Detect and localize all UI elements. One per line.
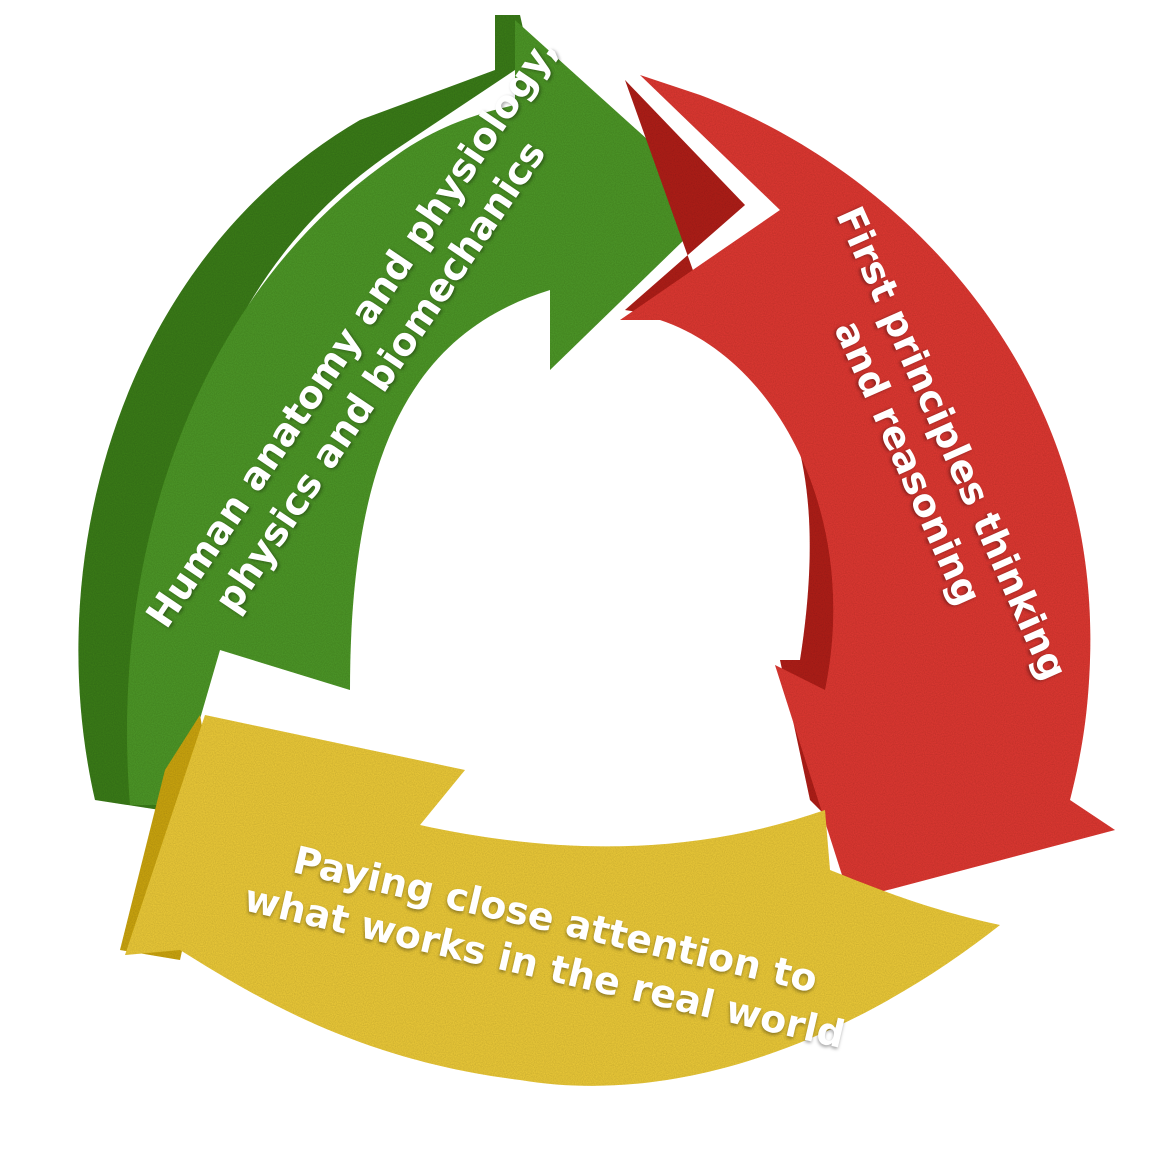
red-arrow-side (625, 80, 860, 850)
green-arrow-face (127, 20, 720, 805)
yellow-arrow (120, 715, 1000, 1086)
yellow-arrow-face (125, 715, 1000, 1086)
green-arrow (78, 15, 720, 810)
green-arrow-side (78, 15, 531, 810)
red-arrow-face (620, 75, 1115, 900)
red-arrow (620, 75, 1115, 900)
